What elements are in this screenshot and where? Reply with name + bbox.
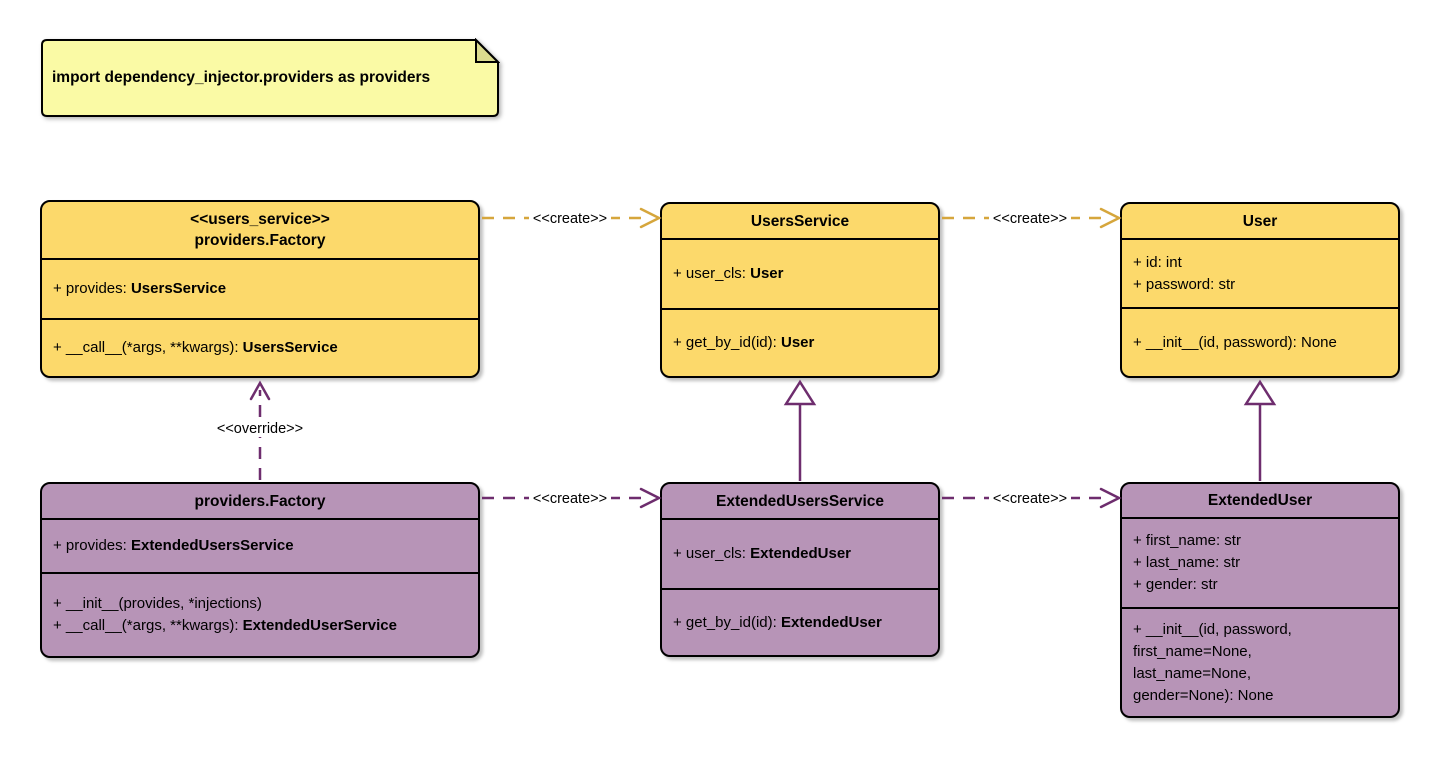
- methods-section: + __init__(id, password, first_name=None…: [1122, 607, 1398, 716]
- attributes-section: + user_cls: User: [662, 238, 938, 308]
- open-arrowhead-icon: [1099, 487, 1122, 509]
- class-users-service-factory: <<users_service>> providers.Factory + pr…: [40, 200, 480, 378]
- method-line: + get_by_id(id): User: [673, 334, 815, 351]
- class-extended-users-service: ExtendedUsersService + user_cls: Extende…: [660, 482, 940, 657]
- edge-inherit-extendedusersservice-to-usersservice: [783, 379, 817, 481]
- open-arrowhead-icon: [639, 207, 662, 229]
- class-stereotype: <<users_service>>: [190, 211, 330, 228]
- class-extended-user: ExtendedUser + first_name: str + last_na…: [1120, 482, 1400, 718]
- class-user: User + id: int + password: str + __init_…: [1120, 202, 1400, 378]
- method-line: + __call__(*args, **kwargs): UsersServic…: [53, 339, 338, 356]
- class-name: providers.Factory: [194, 492, 326, 510]
- method-line: + __init__(id, password,: [1133, 620, 1292, 638]
- class-name: ExtendedUsersService: [715, 492, 884, 510]
- edge-override-extfactory-to-factory: <<override>>: [204, 380, 316, 480]
- attribute-line: + gender: str: [1133, 576, 1218, 593]
- class-title: ExtendedUser: [1122, 484, 1398, 517]
- method-line: + __call__(*args, **kwargs): ExtendedUse…: [53, 617, 397, 634]
- attributes-section: + first_name: str + last_name: str + gen…: [1122, 517, 1398, 607]
- note-import-providers: import dependency_injector.providers as …: [40, 38, 500, 118]
- method-line: last_name=None,: [1133, 664, 1251, 682]
- open-arrowhead-icon: [1099, 207, 1122, 229]
- method-line: + get_by_id(id): ExtendedUser: [673, 613, 882, 631]
- edge-create-usersservice-to-user: <<create>>: [942, 207, 1122, 229]
- class-name: ExtendedUser: [1207, 492, 1313, 509]
- attribute-line: + user_cls: ExtendedUser: [673, 545, 851, 562]
- attributes-section: + provides: UsersService: [42, 258, 478, 318]
- note-text: import dependency_injector.providers as …: [52, 69, 431, 86]
- attribute-line: + id: int: [1133, 253, 1182, 271]
- method-line: + __init__(provides, *injections): [53, 595, 262, 612]
- attributes-section: + provides: ExtendedUsersService: [42, 518, 478, 572]
- methods-section: + __call__(*args, **kwargs): UsersServic…: [42, 318, 478, 376]
- class-title: ExtendedUsersService: [662, 484, 938, 518]
- open-arrowhead-icon: [639, 487, 662, 509]
- edge-create-factory-to-usersservice: <<create>>: [482, 207, 662, 229]
- methods-section: + __init__(id, password): None: [1122, 307, 1398, 376]
- method-line: gender=None): None: [1133, 686, 1274, 704]
- method-line: first_name=None,: [1133, 642, 1252, 660]
- attributes-section: + id: int + password: str: [1122, 238, 1398, 307]
- methods-section: + get_by_id(id): User: [662, 308, 938, 376]
- edge-label-override: <<override>>: [217, 421, 303, 437]
- open-arrowhead-icon: [249, 380, 271, 401]
- edge-label-create: <<create>>: [533, 211, 607, 227]
- class-title: User: [1122, 204, 1398, 238]
- attribute-line: + user_cls: User: [673, 265, 784, 282]
- attribute-line: + first_name: str: [1133, 532, 1241, 549]
- edge-label-create: <<create>>: [993, 211, 1067, 227]
- hollow-triangle-icon: [783, 379, 817, 406]
- attributes-section: + user_cls: ExtendedUser: [662, 518, 938, 588]
- edge-label-create: <<create>>: [533, 491, 607, 507]
- attribute-line: + provides: UsersService: [53, 280, 227, 297]
- class-users-service: UsersService + user_cls: User + get_by_i…: [660, 202, 940, 378]
- attribute-line: + last_name: str: [1133, 554, 1241, 571]
- class-title: UsersService: [662, 204, 938, 238]
- class-title: <<users_service>> providers.Factory: [42, 202, 478, 258]
- edge-inherit-extendeduser-to-user: [1243, 379, 1277, 481]
- attribute-line: + provides: ExtendedUsersService: [53, 537, 294, 554]
- edge-label-create: <<create>>: [993, 491, 1067, 507]
- class-title: providers.Factory: [42, 484, 478, 518]
- note-shape: [41, 38, 500, 117]
- edge-create-extendedusersservice-to-extendeduser: <<create>>: [942, 487, 1122, 509]
- class-extended-factory: providers.Factory + provides: ExtendedUs…: [40, 482, 480, 658]
- methods-section: + get_by_id(id): ExtendedUser: [662, 588, 938, 655]
- methods-section: + __init__(provides, *injections) + __ca…: [42, 572, 478, 656]
- attribute-line: + password: str: [1133, 275, 1236, 293]
- method-line: + __init__(id, password): None: [1133, 333, 1337, 351]
- class-name: UsersService: [750, 212, 850, 230]
- class-name: providers.Factory: [194, 232, 326, 249]
- class-name: User: [1242, 212, 1278, 230]
- edge-create-extfactory-to-extendedusersservice: <<create>>: [482, 487, 662, 509]
- hollow-triangle-icon: [1243, 379, 1277, 406]
